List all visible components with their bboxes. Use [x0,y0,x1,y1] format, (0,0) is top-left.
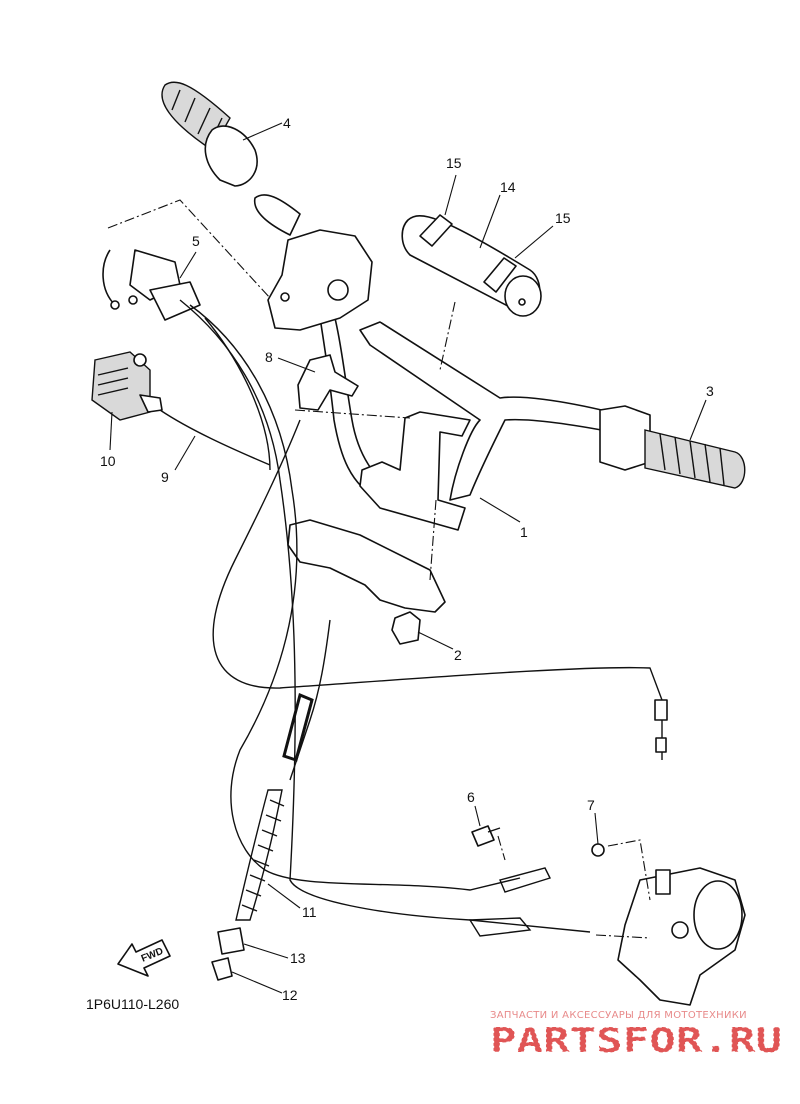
part-label-12: 12 [282,987,298,1003]
throttle-housing [267,229,373,331]
part-label-9: 9 [161,469,169,485]
carburetor [617,867,746,1006]
handle-crown [287,519,446,645]
part-label-2: 2 [454,647,462,663]
part-labels: 1 2 3 4 5 6 7 8 9 10 11 12 13 14 15 15 [100,115,714,1003]
part-label-7: 7 [587,797,595,813]
upper-holder [359,411,471,531]
part-label-14: 14 [500,179,516,195]
control-cables [159,299,668,937]
watermark-logo-text: PARTSFOR.RU [490,1022,782,1061]
kill-switch [91,351,163,421]
leader-lines [109,122,707,994]
part-label-13: 13 [290,950,306,966]
watermark-subtitle: ЗАПЧАСТИ И АКСЕССУАРЫ ДЛЯ МОТОТЕХНИКИ [490,1010,747,1021]
part-label-4: 4 [283,115,291,131]
part-label-3: 3 [706,383,714,399]
small-parts [211,825,605,981]
right-grip [599,405,746,489]
part-label-6: 6 [467,789,475,805]
reference-lines [107,199,651,939]
throttle-grip [161,81,301,236]
part-label-8: 8 [265,349,273,365]
part-label-11: 11 [302,904,317,920]
part-label-1: 1 [520,524,528,540]
part-label-10: 10 [100,453,116,469]
fwd-arrow-icon: FWD [117,939,171,977]
part-label-5: 5 [192,233,200,249]
drawing-code: 1P6U110-L260 [86,996,180,1012]
part-label-15a: 15 [446,155,462,171]
part-label-15b: 15 [555,210,571,226]
cable-holder [297,354,359,411]
watermark-logo: PARTSFOR.RU [490,1022,783,1062]
lever-assembly [102,249,201,321]
crossbar-pad [401,214,542,317]
